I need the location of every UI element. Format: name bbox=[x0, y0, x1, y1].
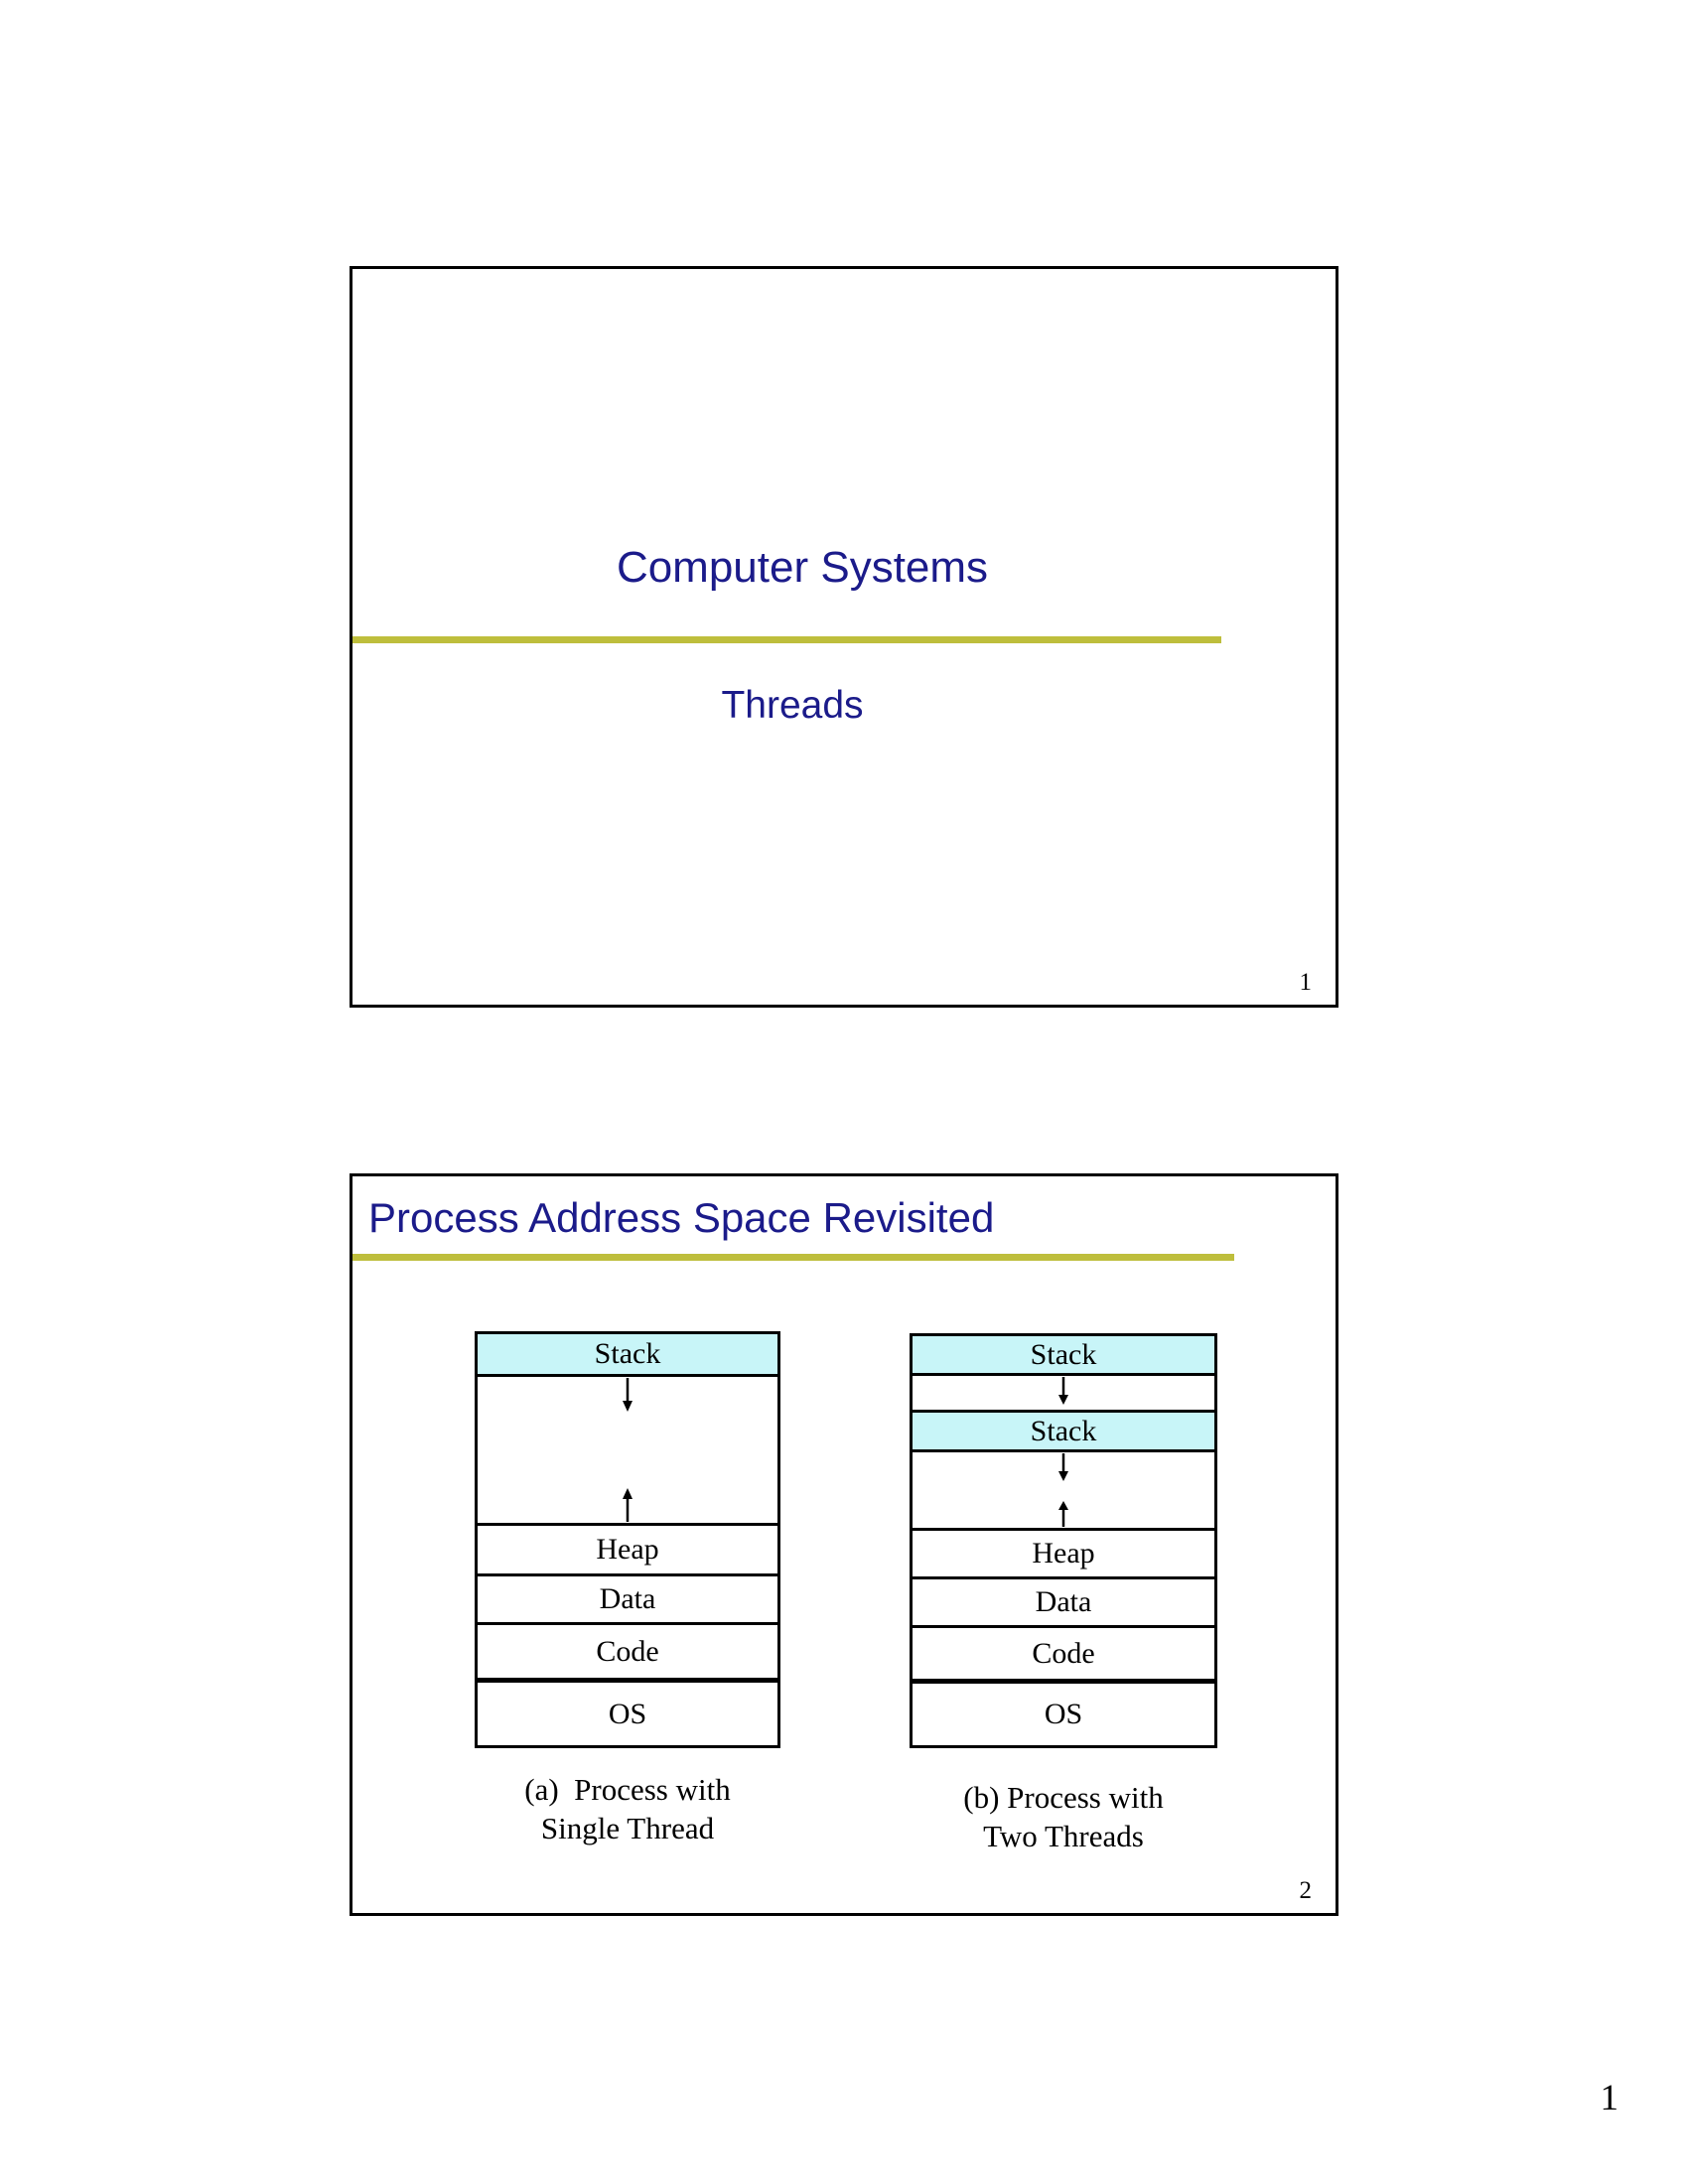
segment-code-label: Code bbox=[1032, 1636, 1095, 1670]
slide-1-title: Computer Systems bbox=[616, 543, 989, 592]
segment-os: OS bbox=[478, 1683, 777, 1745]
slide-1-title-rule bbox=[352, 636, 1221, 643]
diagram-two-threads: Stack Stack bbox=[910, 1333, 1217, 1748]
segment-stack-1-label: Stack bbox=[1030, 1337, 1097, 1371]
segment-stack-2-label: Stack bbox=[1030, 1414, 1097, 1447]
page-number: 1 bbox=[1600, 2078, 1619, 2118]
caption-b-line2: Two Threads bbox=[983, 1819, 1144, 1853]
caption-two-threads: (b) Process with Two Threads bbox=[900, 1778, 1227, 1855]
segment-os-label: OS bbox=[608, 1697, 647, 1730]
segment-data: Data bbox=[478, 1576, 777, 1625]
segment-code: Code bbox=[913, 1628, 1214, 1684]
segment-stack-1: Stack bbox=[913, 1336, 1214, 1376]
segment-heap-label: Heap bbox=[1032, 1537, 1095, 1570]
segment-code-label: Code bbox=[596, 1634, 659, 1668]
caption-b-line1: (b) Process with bbox=[963, 1780, 1164, 1815]
segment-stack-label: Stack bbox=[594, 1337, 661, 1370]
segment-heap-label: Heap bbox=[596, 1533, 659, 1566]
slide-1-frame: Computer Systems Threads 1 bbox=[350, 266, 1338, 1008]
segment-os: OS bbox=[913, 1684, 1214, 1745]
segment-os-label: OS bbox=[1044, 1698, 1083, 1730]
slide-1-subtitle: Threads bbox=[721, 684, 864, 727]
segment-code: Code bbox=[478, 1625, 777, 1683]
slide-2-frame: Process Address Space Revisited Stack He… bbox=[350, 1173, 1338, 1916]
slide-2-title-rule bbox=[352, 1254, 1234, 1261]
down-arrow-icon bbox=[1058, 1453, 1068, 1481]
segment-data: Data bbox=[913, 1579, 1214, 1628]
segment-stack: Stack bbox=[478, 1334, 777, 1377]
slide-2-number: 2 bbox=[1299, 1877, 1313, 1904]
segment-data-label: Data bbox=[1035, 1585, 1092, 1618]
down-arrow-icon bbox=[623, 1378, 633, 1412]
down-arrow-icon bbox=[1058, 1377, 1068, 1405]
segment-free-space-1 bbox=[913, 1376, 1214, 1413]
up-arrow-icon bbox=[1058, 1501, 1068, 1527]
slide-1-number: 1 bbox=[1299, 969, 1313, 996]
segment-heap: Heap bbox=[913, 1531, 1214, 1579]
segment-free-space-2 bbox=[913, 1452, 1214, 1531]
segment-free-space bbox=[478, 1377, 777, 1526]
segment-data-label: Data bbox=[599, 1582, 656, 1615]
segment-stack-2: Stack bbox=[913, 1413, 1214, 1452]
diagram-single-thread: Stack Heap Data Code bbox=[475, 1331, 780, 1748]
up-arrow-icon bbox=[623, 1488, 633, 1522]
caption-a-line2: Single Thread bbox=[540, 1811, 715, 1845]
segment-heap: Heap bbox=[478, 1526, 777, 1576]
caption-single-thread: (a) Process with Single Thread bbox=[465, 1770, 790, 1847]
caption-a-line1: (a) Process with bbox=[524, 1772, 731, 1807]
slide-2-title: Process Address Space Revisited bbox=[368, 1194, 995, 1241]
